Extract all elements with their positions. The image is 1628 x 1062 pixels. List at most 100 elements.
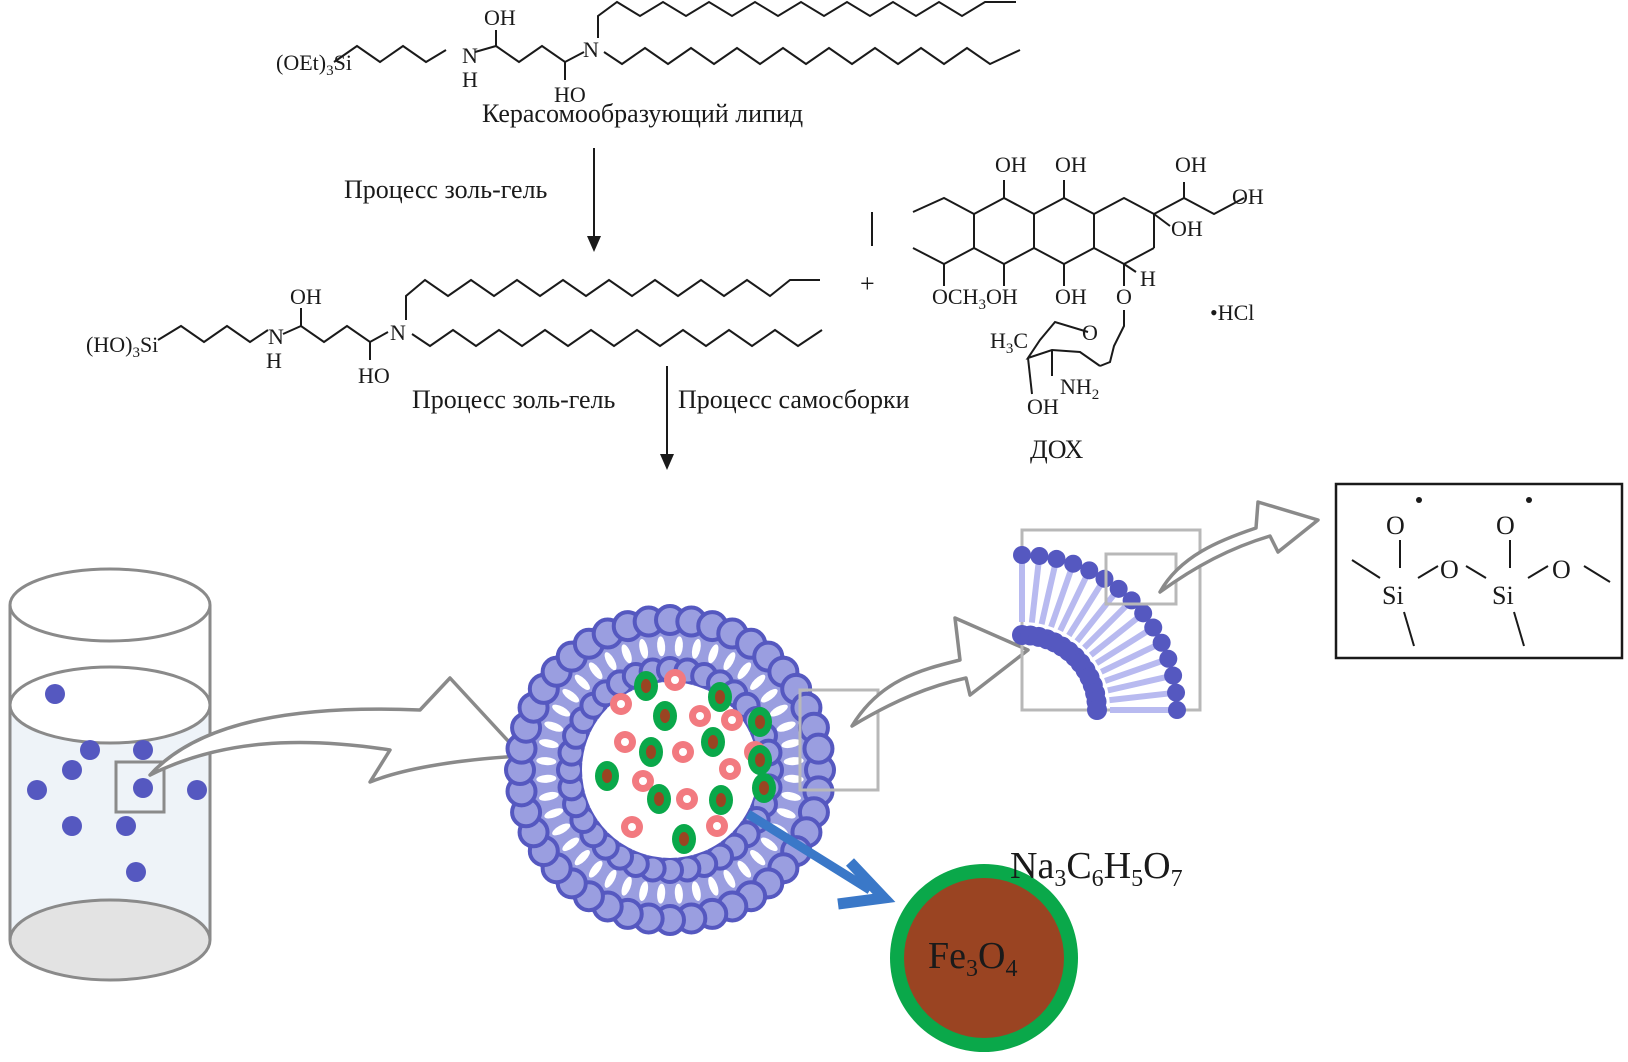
liposome-bilayer — [504, 604, 836, 936]
siloxane-structure: O O Si Si O O — [1334, 482, 1624, 660]
lipid-tail-gap — [657, 636, 666, 657]
doxorubicin-structure: OH OH OH OH OH OCH3OH OH H O O H3C NH2 O… — [912, 152, 1264, 464]
step2-arrowhead-icon — [660, 454, 674, 470]
magnetic-nanoparticle-core — [755, 715, 765, 729]
drug-molecule-center — [621, 738, 629, 746]
lipid-tail-gap — [750, 850, 766, 866]
dox-h3c: H3C — [990, 328, 1028, 357]
alkyl-tail-2 — [603, 46, 1021, 66]
hydroxyl-top: OH — [484, 5, 516, 30]
si-o-bond — [1417, 565, 1439, 579]
lipid-tail — [1107, 674, 1167, 694]
lipid-head-outer — [1064, 554, 1083, 573]
hydroxyl-bottom: HO — [358, 363, 390, 388]
lipid-tail-gap — [562, 837, 580, 852]
dox-caption: ДОХ — [1030, 435, 1083, 464]
si-bond — [1513, 611, 1525, 647]
dox-oh-5: OH — [1171, 216, 1203, 241]
terminal-oxygen: O — [1552, 555, 1571, 584]
lipid-tail-gap — [544, 721, 564, 732]
lipid-tail-gap — [781, 791, 801, 801]
si-o-bond — [1465, 565, 1487, 579]
amine-h: H — [462, 67, 478, 92]
beaker-particle — [80, 740, 100, 760]
liposome-zoom-box — [798, 688, 880, 792]
si-bond — [1351, 559, 1381, 579]
step1-arrowhead-icon — [587, 236, 601, 252]
lipid-head-outer — [1095, 569, 1114, 588]
lipid-tail-gap — [723, 652, 736, 671]
magnetic-nanoparticle-core — [654, 792, 664, 806]
hydroxyl-top: OH — [290, 284, 322, 309]
lipid-head-outer — [1030, 546, 1049, 565]
lipid-tail — [1057, 575, 1089, 633]
amine-n: N — [268, 324, 284, 349]
pointer-arrowhead-icon — [837, 858, 896, 910]
beaker-zoom-box — [114, 760, 166, 814]
magnetite-core — [904, 878, 1064, 1038]
lipid-tail-gap — [536, 774, 557, 783]
lipid-tail — [1109, 690, 1170, 704]
dox-ring-top — [912, 196, 1155, 216]
amine-h: H — [266, 348, 282, 373]
beaker-particle — [133, 740, 153, 760]
alkyl-tail-2 — [411, 328, 823, 348]
pointer-arrow — [745, 810, 896, 910]
dox-oh-3: OH — [1175, 152, 1207, 177]
drug-molecule-center — [679, 748, 687, 756]
beaker-particle — [133, 778, 153, 798]
process-arrow-3 — [1158, 500, 1320, 594]
beaker-particle — [27, 780, 47, 800]
process-arrow-1 — [148, 676, 524, 784]
lipid-head-outer — [1152, 633, 1171, 652]
lipid-head-outer — [1168, 701, 1186, 719]
lipid-head-outer — [1167, 683, 1186, 702]
magnetite-nanoparticle: Fe3O4 Na3C6H5O7 — [890, 845, 1183, 1052]
membrane-inset — [1012, 528, 1202, 720]
core-formula: Fe3O4 — [928, 935, 1017, 982]
silanol-group-label: (HO)3Si — [86, 332, 158, 361]
lipid-head-outer — [1144, 618, 1163, 637]
beaker-particle — [126, 862, 146, 882]
lipid-head-outer — [1047, 549, 1066, 568]
o-bond — [1583, 565, 1611, 583]
process-arrow-2 — [850, 616, 1030, 728]
butyl-backbone — [474, 44, 585, 64]
lipid-precursor-structure: (OEt)3Si N H OH HO N Керасомообразующий … — [276, 0, 1021, 128]
beaker-particle — [187, 780, 207, 800]
drug-molecule-center — [671, 676, 679, 684]
siloxane-box — [1334, 482, 1624, 660]
lipid-head-inner — [1087, 700, 1107, 720]
lipid-tail-gap — [691, 639, 701, 659]
lipid-tail — [1048, 569, 1074, 628]
magnetic-nanoparticle-core — [708, 735, 718, 749]
lipid-tail-gap — [657, 883, 666, 904]
lipid-tail-gap — [776, 721, 796, 732]
magnetic-nanoparticle-core — [641, 679, 651, 693]
dox-h: H — [1140, 266, 1156, 291]
lipid-tail-gap — [769, 704, 788, 717]
bridge-oxygen: O — [1440, 555, 1459, 584]
drug-molecule-center — [713, 822, 721, 830]
lipid-tail-gap — [562, 688, 580, 703]
lipid-tail-gap — [574, 850, 590, 866]
lipid-tail — [1066, 583, 1104, 638]
lipid-tail-gap — [544, 808, 564, 819]
sol-gel-self-assembly-step: Процесс золь-гель Процесс самосборки — [412, 366, 910, 470]
dox-oh-bond — [1153, 213, 1171, 227]
silicon-2: Si — [1492, 581, 1514, 610]
dox-sugar-oh: OH — [1027, 394, 1059, 419]
lipid-tail-gap — [588, 860, 603, 878]
lipid-tail — [1104, 658, 1163, 684]
lipid-head-outer — [1013, 546, 1031, 564]
dox-ring-o: O — [1082, 320, 1098, 345]
lipid-tail-gap — [539, 739, 559, 749]
drug-molecule-center — [639, 777, 647, 785]
dox-h-bond — [1123, 263, 1137, 273]
dox-och3: OCH3OH — [932, 284, 1018, 313]
liposome-cargo — [595, 669, 776, 854]
drug-molecule-center — [628, 823, 636, 831]
lipid-tail-gap — [781, 739, 801, 749]
lipid-tail-gap — [588, 662, 603, 680]
